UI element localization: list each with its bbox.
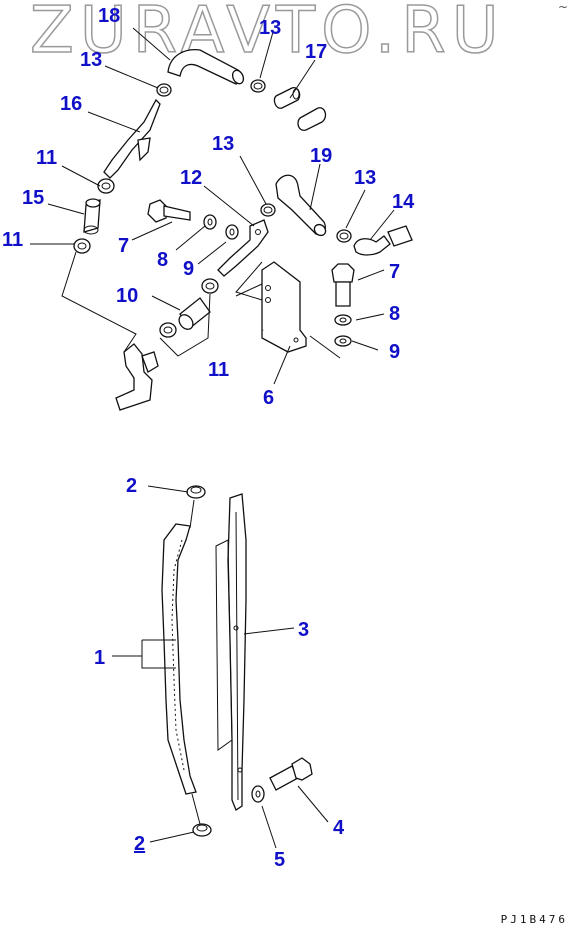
seal-strip-1 (161, 499, 201, 825)
hose-14 (353, 225, 413, 256)
pipe-16 (103, 98, 161, 179)
callout-11: 11 (208, 359, 229, 381)
callout-11: 11 (2, 229, 23, 251)
clamp-13-middle (260, 203, 276, 217)
bolt-7-left (147, 199, 191, 223)
clamp-11-middle (201, 278, 219, 294)
clamp-11-left (73, 238, 91, 254)
washer-8-left (203, 214, 217, 230)
hose-15 (83, 198, 101, 235)
washer-9-right (334, 335, 352, 347)
callout-6: 6 (263, 387, 274, 409)
hose-10 (178, 297, 211, 330)
callout-labels: 18 13 13 17 16 11 15 11 7 8 9 12 13 19 1… (2, 5, 415, 871)
callout-14: 14 (392, 191, 415, 213)
callout-2: 2 (134, 833, 145, 855)
elbow-fitting (115, 343, 159, 411)
plate-3 (215, 493, 247, 811)
callout-9: 9 (389, 341, 400, 363)
pipe-end-right (297, 107, 327, 131)
callout-16: 16 (60, 93, 82, 115)
clamp-13-top-left (156, 83, 172, 97)
callout-15: 15 (22, 187, 44, 209)
hose-19 (275, 174, 327, 237)
callout-12: 12 (180, 167, 202, 189)
callout-13: 13 (80, 49, 102, 71)
callout-3: 3 (298, 619, 309, 641)
callout-7: 7 (118, 235, 129, 257)
callout-8: 8 (157, 249, 168, 271)
cap-2-top (186, 485, 206, 499)
callout-7: 7 (389, 261, 400, 283)
bracket-6 (261, 261, 307, 353)
lower-leader-lines (112, 485, 329, 849)
washer-9-left (225, 224, 239, 240)
washer-8-right (334, 314, 352, 326)
bolt-7-right (331, 263, 355, 307)
callout-8: 8 (389, 303, 400, 325)
cap-2-bottom (192, 823, 212, 837)
corner-mark: ~ (557, 0, 568, 14)
callout-9: 9 (183, 258, 194, 280)
callout-10: 10 (116, 285, 138, 307)
upper-leader-lines (30, 27, 395, 385)
callout-13: 13 (259, 17, 281, 39)
drawing-code: PJ1B476 (500, 913, 568, 926)
callout-5: 5 (274, 849, 285, 871)
callout-18: 18 (98, 5, 120, 27)
pipe-12 (217, 219, 269, 277)
callout-13: 13 (354, 167, 376, 189)
bolt-4 (269, 757, 313, 791)
callout-1: 1 (94, 647, 105, 669)
clamp-11-upper (97, 178, 115, 194)
callout-11: 11 (36, 147, 57, 169)
clamp-11-lower (159, 322, 177, 338)
washer-5 (251, 785, 265, 803)
callout-13: 13 (212, 133, 234, 155)
hose-18 (167, 49, 245, 85)
callout-17: 17 (305, 41, 327, 63)
callout-4: 4 (333, 817, 345, 839)
clamp-13-right (336, 229, 352, 243)
clamp-13-top-right (250, 79, 266, 93)
hose-17 (273, 87, 301, 109)
watermark: ZURAVTO.RU (29, 0, 505, 69)
callout-19: 19 (310, 145, 332, 167)
callout-2: 2 (126, 475, 137, 497)
